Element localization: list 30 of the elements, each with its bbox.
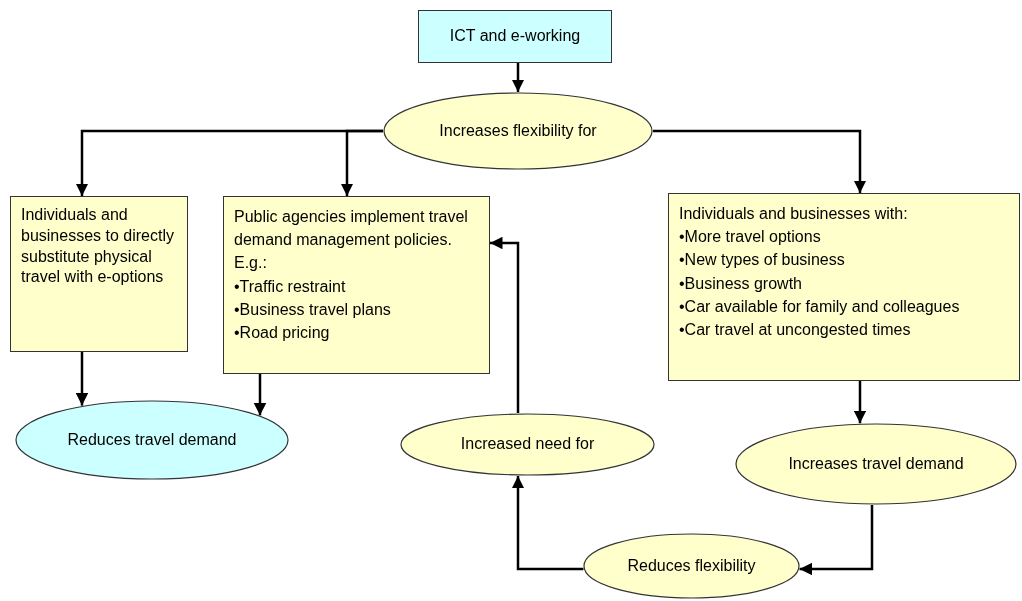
list-item: •Business growth xyxy=(679,273,803,294)
node-text: Increases travel demand xyxy=(788,453,964,474)
arrow xyxy=(853,381,867,424)
node-text: Reduces flexibility xyxy=(627,555,756,576)
process-box xyxy=(668,193,1020,381)
list-item: •Car travel at uncongested times xyxy=(679,319,912,340)
arrow xyxy=(75,352,89,406)
node-text: Individuals and businesses to directly substitute physical travel with e-options xyxy=(21,205,175,288)
list-item: •Car available for family and colleagues xyxy=(679,296,961,317)
node-text: Public agencies implement travel demand management policies. E.g.: xyxy=(234,207,469,274)
list-item: •New types of business xyxy=(679,250,846,271)
node-text: ICT and e-working xyxy=(449,26,581,47)
arrow xyxy=(511,475,584,571)
arrow xyxy=(340,129,383,196)
list-item: •Road pricing xyxy=(234,322,331,343)
start-box xyxy=(418,10,612,63)
arrow xyxy=(653,129,867,193)
list-item: •More travel options xyxy=(679,227,822,248)
arrow xyxy=(490,236,520,414)
arrow xyxy=(511,63,525,92)
list-item: •Business travel plans xyxy=(234,299,392,320)
arrow xyxy=(253,374,267,416)
process-box xyxy=(223,196,490,374)
process-box xyxy=(10,196,188,352)
node-text: Reduces travel demand xyxy=(67,429,237,450)
node-text: Individuals and businesses with: xyxy=(679,204,909,224)
node-text: Increased need for xyxy=(460,434,595,455)
arrow xyxy=(799,505,874,576)
list-item: •Traffic restraint xyxy=(234,276,347,297)
node-text: Increases flexibility for xyxy=(439,120,597,141)
